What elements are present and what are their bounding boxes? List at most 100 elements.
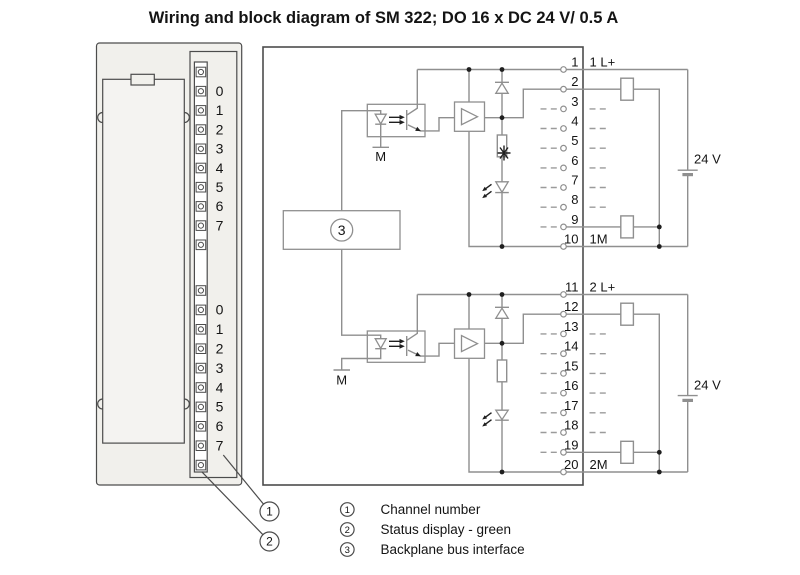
freewheel-diode-icon [494, 306, 510, 319]
rail-label-1Lplus: 1 L+ [590, 55, 616, 70]
terminal-number: 15 [564, 358, 578, 373]
channel-group-1: M 24 V [341, 67, 721, 249]
block-diagram: M 24 V [262, 46, 721, 486]
status-led-diode-icon [494, 181, 510, 194]
channel-label: 6 [216, 198, 224, 214]
channel-label: 1 [216, 321, 224, 337]
terminal-number: 5 [571, 133, 578, 148]
junction-dots [466, 67, 662, 249]
channel-label: 0 [216, 302, 224, 318]
terminal-number: 13 [564, 319, 578, 334]
terminal-number: 16 [564, 378, 578, 393]
channel-label: 5 [216, 179, 224, 195]
terminal-number: 19 [564, 437, 578, 452]
legend-circle-icon [339, 522, 355, 537]
terminal-number: 17 [564, 398, 578, 413]
callout-line-status-display [201, 471, 264, 536]
dashed-stubs-inside-top [540, 108, 558, 228]
legend-ref: 3 [345, 545, 350, 556]
amplifier-triangle-icon [460, 107, 479, 126]
opto-light-arrows-icon [389, 338, 405, 349]
terminal-number: 6 [571, 153, 578, 168]
resistor-2 [496, 359, 508, 383]
block-diagram-border [262, 46, 584, 486]
output-amplifier-2 [453, 328, 486, 359]
channel-label: 4 [216, 160, 224, 176]
backplane-bus-interface: 3 [282, 210, 401, 250]
legend: 1 Channel number 2 Status display - gree… [339, 502, 525, 557]
callout-ref: 2 [266, 535, 273, 549]
rail-label-2M: 2M [590, 457, 608, 472]
backplane-ref: 3 [338, 222, 346, 238]
callout-2: 2 [259, 531, 280, 552]
terminal-number: 3 [571, 94, 578, 109]
channel-label: 1 [216, 102, 224, 118]
dashed-stubs-outside-top [589, 108, 607, 208]
legend-circle-icon [339, 502, 355, 517]
channel-label: 0 [216, 83, 224, 99]
phototransistor-emitter-arrow-icon [415, 126, 421, 132]
terminal-numbers: 1 2 3 4 5 6 7 8 9 10 11 12 13 14 15 16 1… [564, 55, 578, 473]
wires-group-1 [341, 68, 698, 248]
channel-label: 4 [216, 379, 224, 395]
terminal-number: 18 [564, 418, 578, 433]
amplifier-triangle-icon [460, 334, 479, 353]
ground-label: M [336, 373, 347, 388]
terminal-number: 7 [571, 173, 578, 188]
status-led-diode-icon [494, 409, 510, 421]
terminal-number: 12 [564, 299, 578, 314]
channel-label: 7 [216, 217, 224, 233]
module-right-section [189, 50, 238, 479]
legend-label: Status display - green [381, 522, 512, 537]
junction-dots [466, 292, 662, 475]
legend-item-1: 1 Channel number [339, 502, 481, 517]
opto-led-diode-icon [374, 113, 388, 126]
scribble-artifact-icon [497, 145, 511, 161]
optocoupler-2 [366, 330, 426, 363]
supply-voltage-label: 24 V [694, 152, 721, 167]
callout-circle-icon [259, 531, 280, 552]
dashed-stubs-inside-bottom [540, 333, 558, 453]
backplane-ref-circle-icon [330, 218, 354, 242]
status-led-group-top [195, 66, 207, 251]
rail-label-2Lplus: 2 L+ [590, 280, 616, 295]
legend-circle-icon [339, 542, 355, 557]
terminal-number: 8 [571, 192, 578, 207]
terminal-number: 1 [571, 55, 578, 70]
module-front-panel [102, 78, 185, 444]
channel-label: 6 [216, 418, 224, 434]
channel-label: 2 [216, 341, 224, 357]
dashed-stubs-outside-bottom [589, 333, 607, 434]
terminal-number: 20 [564, 457, 578, 472]
legend-ref: 2 [345, 525, 350, 536]
backplane-box [282, 210, 401, 250]
load-actuator [620, 440, 635, 464]
channel-group-2: M 24 V [333, 249, 721, 475]
status-led-light-arrows-icon [482, 183, 492, 199]
status-led-light-arrows-icon [482, 412, 492, 427]
page-title: Wiring and block diagram of SM 322; DO 1… [149, 9, 619, 27]
channel-label: 5 [216, 399, 224, 415]
output-amplifier-1 [453, 101, 486, 132]
callout-line-channel-number [222, 454, 265, 505]
channel-label: 7 [216, 438, 224, 454]
terminal-number: 11 [565, 280, 579, 295]
terminal-number: 2 [571, 74, 578, 89]
channel-label: 3 [216, 360, 224, 376]
callout-ref: 1 [266, 505, 273, 519]
terminal-number: 10 [564, 232, 578, 247]
supply-voltage-label: 24 V [694, 378, 721, 393]
freewheel-diode-icon [494, 81, 510, 94]
legend-item-2: 2 Status display - green [339, 522, 512, 537]
terminal-number: 14 [564, 339, 578, 354]
legend-label: Backplane bus interface [381, 542, 525, 557]
legend-label: Channel number [381, 502, 481, 517]
channel-label: 2 [216, 121, 224, 137]
terminal-number: 9 [571, 212, 578, 227]
legend-ref: 1 [345, 505, 350, 516]
panel-notches [97, 111, 190, 410]
opto-led-diode-icon [374, 338, 388, 350]
rail-label-1M: 1M [590, 232, 608, 247]
